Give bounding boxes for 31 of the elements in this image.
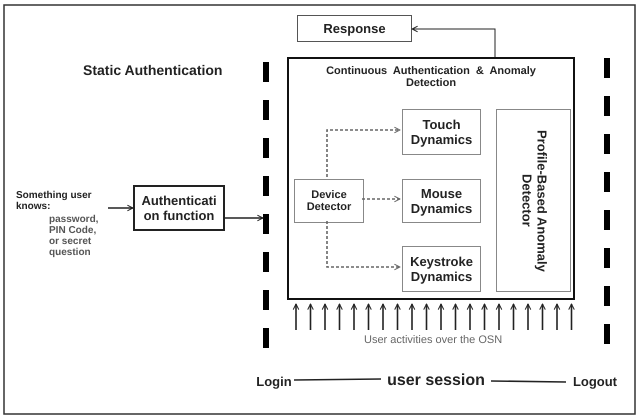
node-label: Device Detector bbox=[306, 189, 352, 213]
arrow bbox=[362, 196, 400, 202]
arrow bbox=[326, 221, 400, 270]
text-label: Something user knows: bbox=[16, 190, 93, 212]
connector-line bbox=[490, 380, 566, 383]
process-box bbox=[133, 185, 225, 231]
arrow bbox=[326, 126, 400, 177]
node-label: Touch Dynamics bbox=[410, 117, 474, 147]
text-label: user session bbox=[387, 372, 485, 390]
node-label: Keystroke Dynamics bbox=[409, 254, 474, 284]
arrow bbox=[108, 204, 134, 212]
section-title: Static Authentication bbox=[83, 62, 222, 78]
arrow bbox=[225, 214, 264, 222]
response-box bbox=[297, 15, 412, 42]
process-box bbox=[402, 246, 481, 292]
caption-text: User activities over the OSN bbox=[364, 334, 502, 346]
node-label: Response bbox=[323, 21, 386, 36]
process-box bbox=[402, 179, 481, 223]
node-label: Profile-Based Anomaly Detector bbox=[518, 128, 548, 274]
node-label: Authenticati on function bbox=[140, 193, 218, 223]
node-label: Continuous Authentication & Anomaly Detection bbox=[325, 65, 537, 89]
text-label: Logout bbox=[572, 374, 618, 388]
text-note: password, PIN Code, or secret question bbox=[49, 214, 100, 258]
connector-line bbox=[294, 378, 381, 381]
detector-box bbox=[496, 109, 571, 292]
text-label: Login bbox=[256, 374, 292, 388]
arrow bbox=[412, 26, 496, 58]
container-box bbox=[287, 57, 575, 300]
process-box bbox=[294, 179, 364, 223]
node-label: Mouse Dynamics bbox=[410, 186, 474, 216]
process-box bbox=[402, 109, 481, 155]
